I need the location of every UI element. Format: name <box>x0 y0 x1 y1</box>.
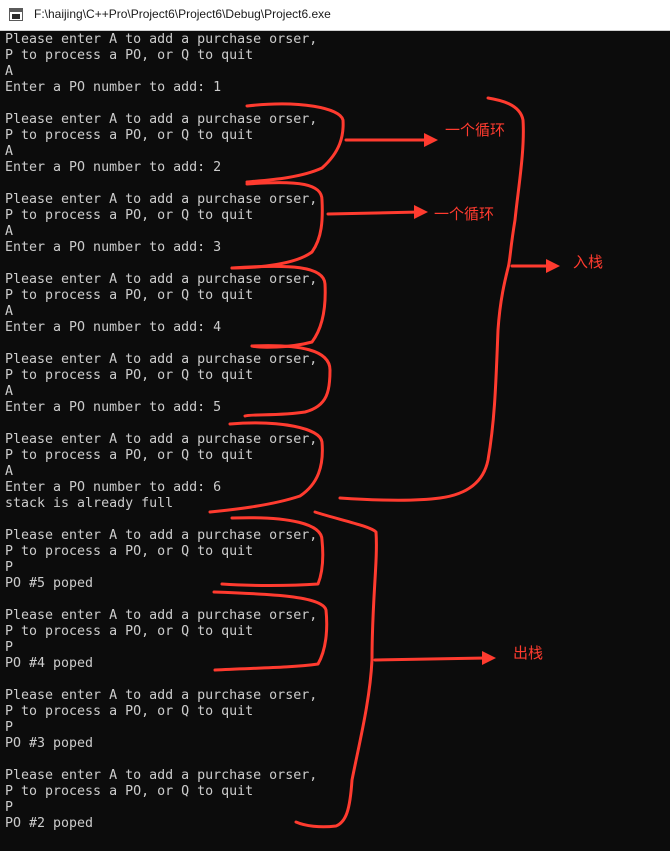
console-line: Please enter A to add a purchase orser, <box>5 32 318 47</box>
console-line: Please enter A to add a purchase orser, <box>5 768 318 783</box>
console-line: A <box>5 144 14 159</box>
console-line: Please enter A to add a purchase orser, <box>5 688 318 703</box>
console-line: P to process a PO, or Q to quit <box>5 128 254 143</box>
console-line: Enter a PO number to add: 2 <box>5 160 222 175</box>
console-line: P to process a PO, or Q to quit <box>5 448 254 463</box>
console-line: P to process a PO, or Q to quit <box>5 288 254 303</box>
console-line: Please enter A to add a purchase orser, <box>5 608 318 623</box>
console-line: Please enter A to add a purchase orser, <box>5 112 318 127</box>
console-line: Please enter A to add a purchase orser, <box>5 272 318 287</box>
console-line: P to process a PO, or Q to quit <box>5 48 254 63</box>
console-line: PO #2 poped <box>5 816 94 831</box>
console-line: PO #4 poped <box>5 656 94 671</box>
console-line: P to process a PO, or Q to quit <box>5 544 254 559</box>
console-line: A <box>5 304 14 319</box>
console-line: Please enter A to add a purchase orser, <box>5 528 318 543</box>
console-line: Please enter A to add a purchase orser, <box>5 352 318 367</box>
console-line: Enter a PO number to add: 6 <box>5 480 222 495</box>
console-line: A <box>5 464 14 479</box>
console-line: Enter a PO number to add: 5 <box>5 400 222 415</box>
console-line: P <box>5 560 14 575</box>
console-line: PO #3 poped <box>5 736 94 751</box>
console-line: P to process a PO, or Q to quit <box>5 368 254 383</box>
title-bar[interactable]: F:\haijing\C++Pro\Project6\Project6\Debu… <box>0 0 670 31</box>
console-line: Enter a PO number to add: 3 <box>5 240 222 255</box>
console-line: PO #5 poped <box>5 576 94 591</box>
console-line: stack is already full <box>5 496 174 511</box>
console-line: A <box>5 224 14 239</box>
console-line: P to process a PO, or Q to quit <box>5 704 254 719</box>
console-line: A <box>5 384 14 399</box>
console-line: Enter a PO number to add: 4 <box>5 320 222 335</box>
window-title: F:\haijing\C++Pro\Project6\Project6\Debu… <box>34 7 331 21</box>
console-line: P to process a PO, or Q to quit <box>5 784 254 799</box>
console-output[interactable]: Please enter A to add a purchase orser,P… <box>0 31 670 851</box>
console-line: P <box>5 800 14 815</box>
console-line: Please enter A to add a purchase orser, <box>5 192 318 207</box>
console-line: P <box>5 640 14 655</box>
console-line: Enter a PO number to add: 1 <box>5 80 222 95</box>
console-line: P to process a PO, or Q to quit <box>5 208 254 223</box>
console-line: P <box>5 720 14 735</box>
console-app-icon <box>9 8 23 21</box>
console-line: A <box>5 64 14 79</box>
console-line: P to process a PO, or Q to quit <box>5 624 254 639</box>
console-line: Please enter A to add a purchase orser, <box>5 432 318 447</box>
